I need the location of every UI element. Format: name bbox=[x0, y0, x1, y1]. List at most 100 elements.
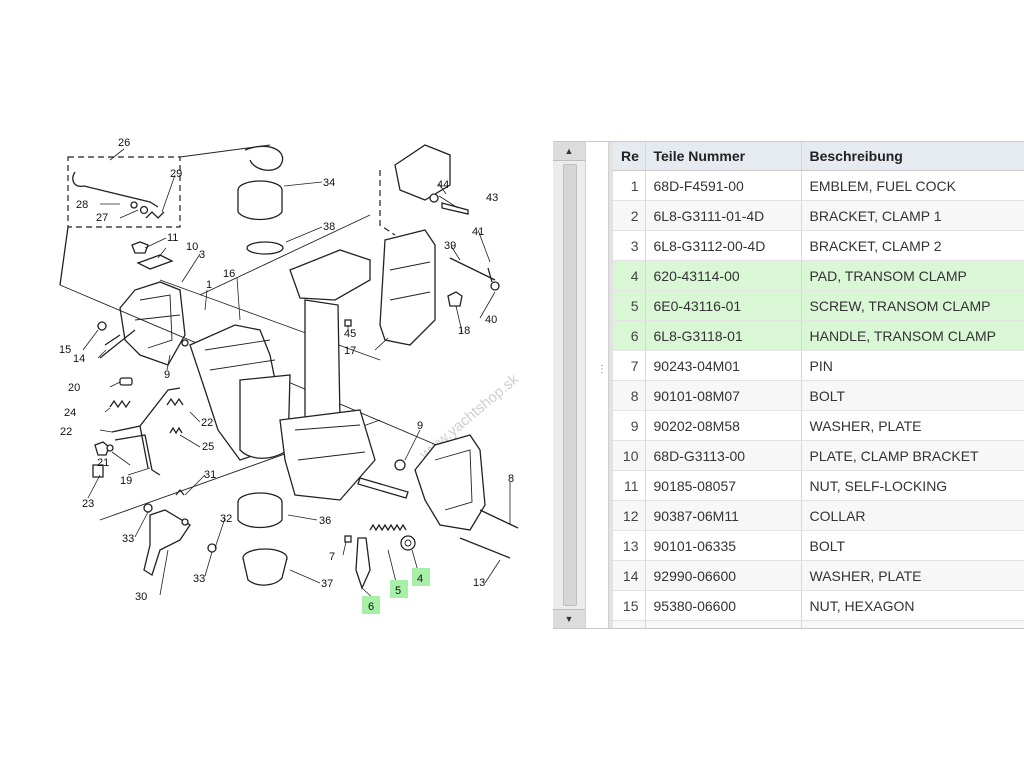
cell-ref: 8 bbox=[613, 380, 646, 411]
scrollbar-thumb[interactable] bbox=[563, 164, 577, 606]
part-25-spring bbox=[169, 426, 183, 435]
column-header-ref[interactable]: Re bbox=[613, 142, 646, 171]
clamp-bracket-right bbox=[414, 434, 486, 531]
cell-part-number: 90387-06M11 bbox=[645, 500, 802, 531]
callout-16: 16 bbox=[223, 268, 235, 280]
callout-27: 27 bbox=[96, 212, 108, 224]
cell-description: PLATE, CLAMP BRACKET bbox=[801, 440, 1024, 471]
table-header-row: Re Teile Nummer Beschreibung bbox=[613, 142, 1024, 171]
cell-ref: 12 bbox=[613, 500, 646, 531]
steering-bracket bbox=[289, 249, 371, 301]
column-header-description[interactable]: Beschreibung bbox=[801, 142, 1024, 171]
cell-part-number: 6L8-G3118-01 bbox=[645, 320, 802, 351]
callout-6: 6 bbox=[368, 601, 374, 613]
part-10-plate bbox=[136, 254, 174, 270]
cell-part-number: 90202-08M58 bbox=[645, 410, 802, 441]
part-33-bolt-b bbox=[207, 543, 217, 553]
cell-ref: 11 bbox=[613, 470, 646, 501]
cell-part-number: 68D-G3113-00 bbox=[645, 440, 802, 471]
callout-33-left: 33 bbox=[122, 533, 134, 545]
part-24-spring bbox=[109, 399, 131, 409]
callout-41: 41 bbox=[472, 226, 484, 238]
upper-cover-dash bbox=[379, 170, 396, 236]
part-28-pin bbox=[130, 201, 138, 209]
vertical-scrollbar[interactable]: ▲ ▼ bbox=[553, 142, 586, 628]
steering-cover-ribs bbox=[389, 261, 431, 301]
part-44-washer bbox=[429, 193, 439, 203]
part-12-collar-rod bbox=[357, 477, 409, 499]
part-20-collar bbox=[119, 377, 133, 386]
cell-part-number: 6L8-G3111-01-4D bbox=[645, 200, 802, 231]
part-5-screw bbox=[369, 523, 407, 532]
leader-lines bbox=[82, 148, 511, 601]
highlight-boxes bbox=[362, 568, 430, 614]
part-34-bushing-body bbox=[237, 190, 283, 221]
cell-part-number: 6E0-43116-01 bbox=[645, 290, 802, 321]
cell-ref: 4 bbox=[613, 260, 646, 291]
part-11-nut bbox=[131, 241, 149, 254]
part-36-bushing-body bbox=[237, 502, 283, 529]
part-4-pad bbox=[400, 535, 416, 551]
lower-mount bbox=[279, 409, 376, 501]
callout-15: 15 bbox=[59, 344, 71, 356]
cell-part-number: 68D-F4591-00 bbox=[645, 170, 802, 201]
exploded-view-drawing: www.yachtshop.sk bbox=[59, 137, 522, 614]
cell-description: PAD, TRANSOM CLAMP bbox=[801, 260, 1024, 291]
cell-description: NUT, SELF-LOCKING bbox=[801, 470, 1024, 501]
lower-mount-detail bbox=[294, 424, 366, 461]
part-7-pin bbox=[344, 535, 352, 543]
callout-21: 21 bbox=[97, 457, 109, 469]
callout-18: 18 bbox=[458, 325, 470, 337]
callout-5: 5 bbox=[395, 585, 401, 597]
cell-part-number: 6L8-G3112-00-4D bbox=[645, 230, 802, 261]
callout-45: 45 bbox=[344, 328, 356, 340]
part-22-spring bbox=[166, 397, 184, 407]
cell-description: BOLT bbox=[801, 530, 1024, 561]
callout-30: 30 bbox=[135, 591, 147, 603]
cell-part-number: 90101-06335 bbox=[645, 530, 802, 561]
scroll-up-arrow-icon[interactable]: ▲ bbox=[553, 142, 585, 161]
cell-part-number: 90185-08057 bbox=[645, 470, 802, 501]
callout-7: 7 bbox=[329, 551, 335, 563]
cell-part-number: 68D-G3311-00-4D bbox=[645, 620, 802, 628]
callout-29: 29 bbox=[170, 168, 182, 180]
clamp-bracket-left-detail bbox=[139, 294, 173, 349]
callout-28: 28 bbox=[76, 199, 88, 211]
cell-description: BRACKET, CLAMP 2 bbox=[801, 230, 1024, 261]
part-8-bolt bbox=[479, 509, 519, 529]
cell-description: BRACKET, CLAMP 1 bbox=[801, 200, 1024, 231]
part-19-rod-b bbox=[114, 434, 161, 476]
splitter-grip-icon[interactable]: ⋮ bbox=[597, 364, 607, 375]
scroll-down-arrow-icon[interactable]: ▼ bbox=[553, 609, 585, 628]
part-9-washer-left bbox=[181, 339, 189, 347]
part-23-bolt bbox=[94, 441, 110, 456]
column-header-part-number[interactable]: Teile Nummer bbox=[645, 142, 802, 171]
part-23-bolt-body bbox=[92, 464, 104, 478]
part-4-pad-center bbox=[404, 539, 412, 547]
part-9-washer-right bbox=[394, 459, 406, 471]
control-cable bbox=[72, 171, 159, 208]
swivel-bracket-ribs bbox=[204, 339, 276, 371]
callout-3: 3 bbox=[199, 249, 205, 261]
cell-ref: 10 bbox=[613, 440, 646, 471]
clamp-bracket-right-detail bbox=[434, 449, 473, 511]
callout-24: 24 bbox=[64, 407, 76, 419]
cell-part-number: 90101-08M07 bbox=[645, 380, 802, 411]
